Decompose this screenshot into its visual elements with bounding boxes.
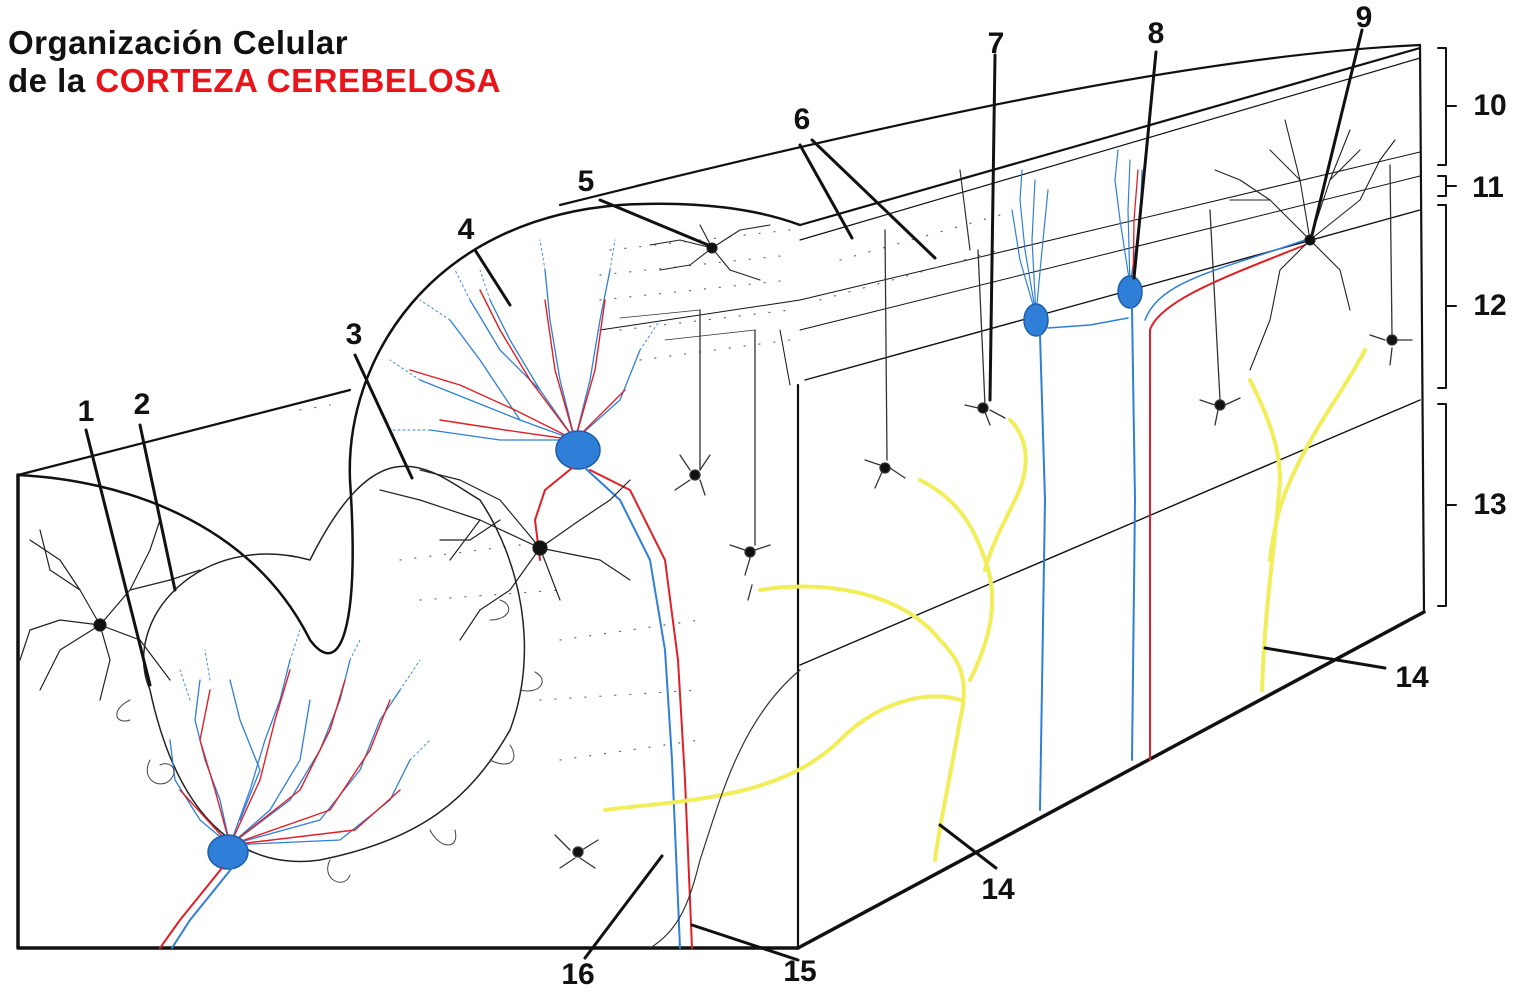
label-1: 1 (78, 395, 95, 429)
purkinje-cell-right-1 (1012, 170, 1128, 810)
label-4: 4 (458, 213, 475, 247)
diagram-title: Organización Celular de la CORTEZA CEREB… (8, 24, 501, 100)
label-16: 16 (561, 958, 594, 992)
label-11: 11 (1472, 171, 1504, 205)
label-7: 7 (988, 27, 1005, 61)
title-line-1: Organización Celular (8, 24, 501, 62)
left-stellate-cell (20, 520, 200, 700)
label-2: 2 (134, 388, 151, 422)
label-8: 8 (1148, 17, 1165, 51)
layer-brackets (1438, 48, 1456, 606)
title-line-2: de la CORTEZA CEREBELOSA (8, 62, 501, 100)
purkinje-cell-left (160, 630, 430, 948)
label-13: 13 (1473, 488, 1506, 522)
label-9: 9 (1356, 1, 1373, 35)
label-12: 12 (1473, 289, 1506, 323)
stellate-cell (650, 225, 770, 280)
label-5: 5 (578, 165, 595, 199)
stipple-dots (300, 215, 1000, 760)
label-10: 10 (1473, 89, 1506, 123)
label-6: 6 (794, 103, 811, 137)
label-3: 3 (346, 318, 363, 352)
leader-lines (86, 30, 1385, 960)
block-outline (18, 45, 1424, 948)
purkinje-cell-center (390, 240, 692, 948)
label-15: 15 (783, 955, 816, 989)
mossy-fibers (605, 350, 1365, 860)
label-14-right: 14 (1395, 661, 1428, 695)
title-highlight: CORTEZA CEREBELOSA (95, 62, 501, 99)
golgi-cell (380, 470, 630, 640)
golgi-cell-right (1215, 120, 1395, 370)
title-prefix: de la (8, 62, 86, 99)
thin-fibers (650, 170, 970, 948)
label-14-bottom: 14 (981, 873, 1014, 907)
